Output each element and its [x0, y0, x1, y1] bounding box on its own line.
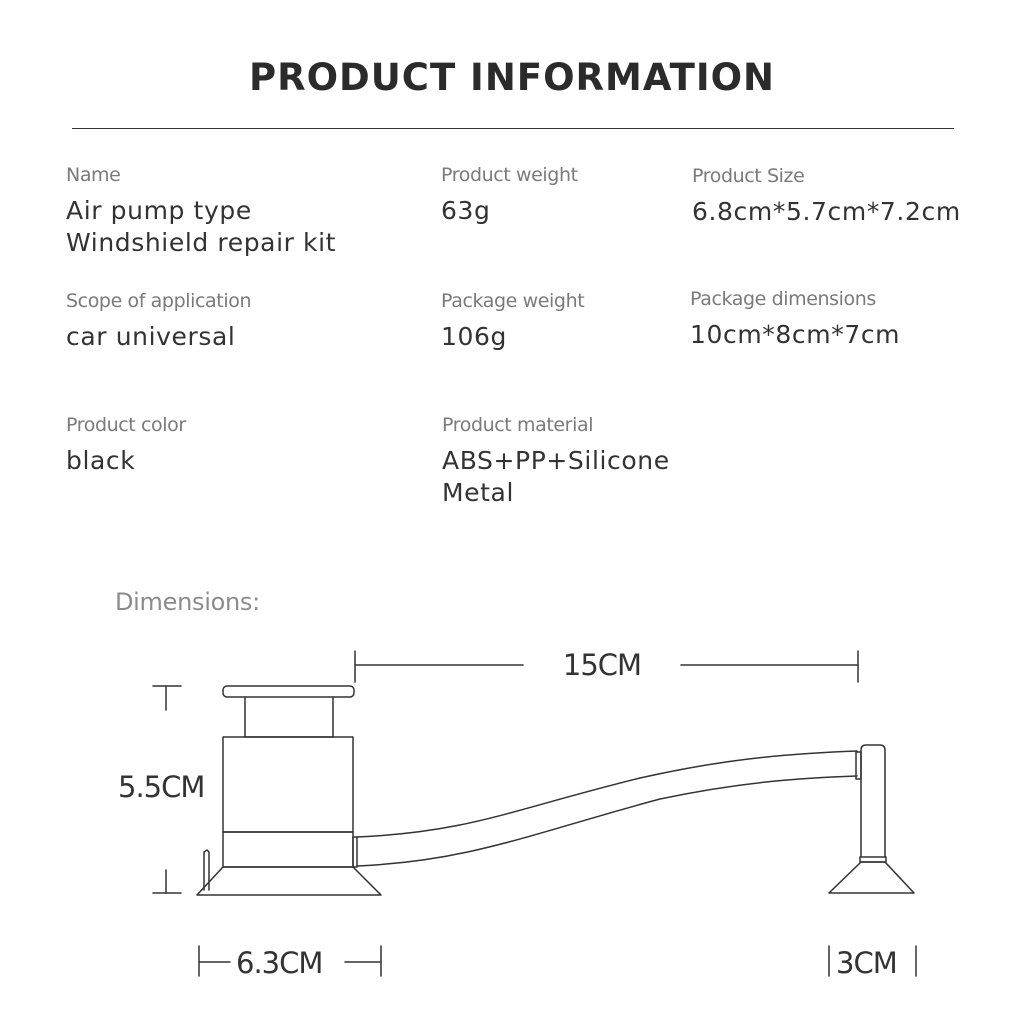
title-divider	[72, 128, 954, 129]
field-package-weight: Package weight 106g	[441, 289, 585, 353]
field-product-color-label: Product color	[66, 414, 186, 436]
field-package-weight-value: 106g	[441, 322, 507, 351]
base-width-label: 6.3CM	[236, 946, 322, 980]
field-product-material-value-line2: Metal	[442, 478, 515, 507]
field-package-dimensions-label: Package dimensions	[690, 288, 876, 310]
field-product-size-label: Product Size	[692, 165, 805, 187]
dimensions-heading: Dimensions:	[115, 588, 260, 616]
field-product-color-value: black	[66, 446, 136, 475]
tube-connector	[352, 836, 358, 868]
foot-suction-cup	[828, 861, 915, 894]
injector-column	[860, 744, 886, 858]
field-product-color: Product color black	[66, 413, 186, 477]
tube-bottom-edge	[356, 775, 858, 867]
foot-width-label: 3CM	[836, 946, 897, 980]
field-name-value-line1: Air pump type	[66, 196, 252, 225]
field-name-label: Name	[66, 164, 121, 186]
field-product-size: Product Size 6.8cm*5.7cm*7.2cm	[692, 164, 961, 228]
field-product-weight-label: Product weight	[441, 164, 578, 186]
height-label: 5.5CM	[118, 770, 204, 804]
page-title: PRODUCT INFORMATION	[248, 56, 776, 99]
field-product-weight: Product weight 63g	[441, 163, 578, 227]
pump-cap	[222, 685, 355, 698]
pump-stem	[244, 696, 334, 738]
base-suction-cup	[196, 866, 382, 896]
field-package-dimensions: Package dimensions 10cm*8cm*7cm	[690, 287, 900, 351]
field-scope-label: Scope of application	[66, 290, 252, 312]
field-name: Name Air pump type Windshield repair kit	[66, 163, 336, 259]
field-product-size-value: 6.8cm*5.7cm*7.2cm	[692, 197, 961, 226]
side-hook	[203, 849, 210, 891]
field-package-weight-label: Package weight	[441, 290, 585, 312]
field-product-weight-value: 63g	[441, 196, 491, 225]
pump-body	[222, 736, 354, 833]
length-label: 15CM	[563, 648, 641, 682]
field-product-material-label: Product material	[442, 414, 594, 436]
field-package-dimensions-value: 10cm*8cm*7cm	[690, 320, 901, 349]
field-product-material-value-line1: ABS+PP+Silicone	[442, 446, 670, 475]
pump-band	[222, 831, 354, 868]
field-scope-value: car universal	[66, 322, 236, 351]
field-product-material: Product material ABS+PP+Silicone Metal	[442, 413, 670, 509]
field-name-value-line2: Windshield repair kit	[66, 228, 337, 257]
tube-top-edge	[356, 750, 858, 838]
field-scope: Scope of application car universal	[66, 289, 251, 353]
